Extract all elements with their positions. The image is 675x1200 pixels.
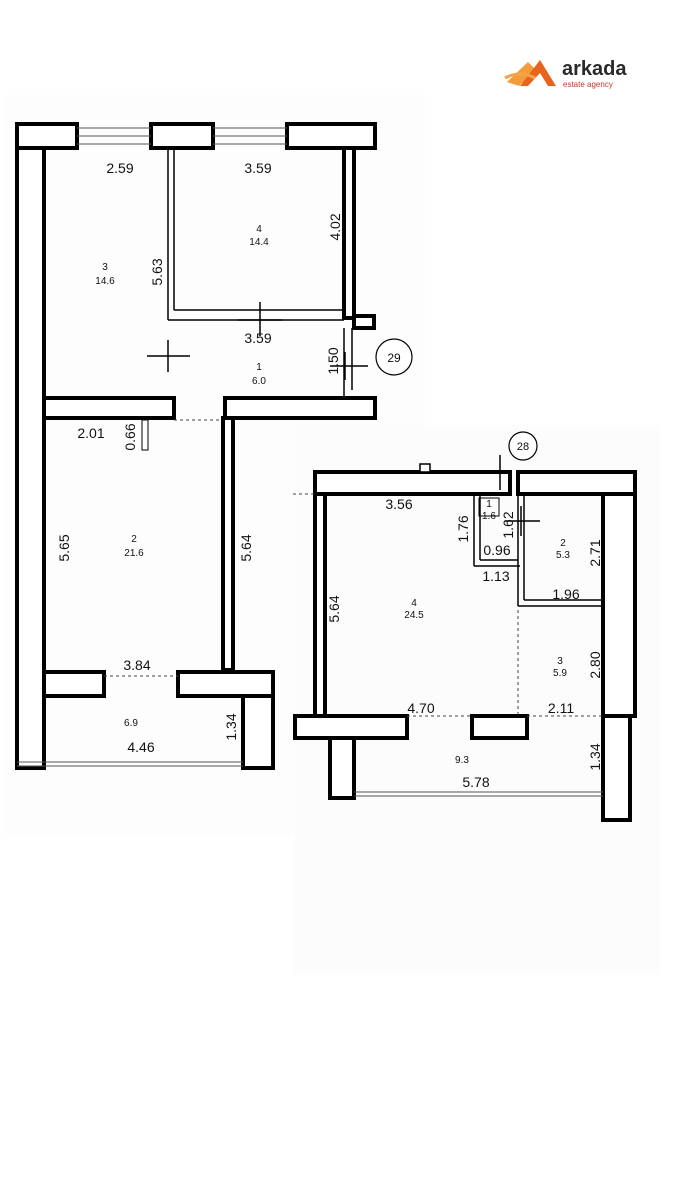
dim-r3-h-28: 2.80 [587, 651, 603, 678]
wall-right-28 [601, 492, 637, 718]
dim-bottom-right-28: 2.11 [548, 700, 574, 716]
wall-mid-left [42, 396, 176, 420]
dim-balcony-h: 1.34 [223, 713, 239, 740]
brand-tagline: estate agency [563, 80, 613, 89]
room2-area-28: 5.3 [556, 550, 570, 561]
plan-29: 29 3 14.6 4 14.4 1 6.0 2 21.6 6.9 2.59 3… [15, 122, 413, 770]
unit-number-29: 29 [387, 351, 401, 365]
unit-badge-29 [375, 338, 413, 376]
wall-top-right-28 [516, 470, 637, 496]
wall-mid-right [223, 396, 377, 420]
room4-area: 14.4 [249, 237, 269, 248]
brand-name: arkada [562, 58, 627, 80]
wall-right-notch [352, 314, 376, 330]
scan-area-right [295, 425, 660, 975]
cross-marker-28b [505, 506, 540, 536]
dim-top-left: 2.59 [106, 160, 133, 176]
room1-num: 1 [256, 362, 262, 373]
plan-28: 28 1 1.6 2 5.3 3 5.9 4 24.5 9.3 3.56 1.7… [293, 431, 637, 822]
dim-r2-left: 5.65 [56, 534, 72, 561]
room4-num: 4 [256, 224, 262, 235]
dim-balcony-h-28: 1.34 [587, 743, 603, 770]
balcony-area-28: 9.3 [455, 755, 469, 766]
dim-r1-w-28: 0.96 [483, 542, 510, 558]
room2-area: 21.6 [124, 548, 144, 559]
dim-top-28: 3.56 [385, 496, 412, 512]
brand-logo: arkada estate agency [504, 58, 627, 89]
wc-fixture [478, 497, 500, 517]
dim-door: 0.66 [122, 423, 138, 450]
dim-balcony-w-28: 5.78 [462, 774, 489, 790]
dim-r2-top: 2.01 [77, 425, 104, 441]
room2-num: 2 [131, 534, 137, 545]
room3-num: 3 [102, 262, 108, 273]
cross-marker-3 [330, 352, 368, 380]
wall-bottom-mid-28 [470, 714, 529, 740]
wall-left-outer [15, 122, 46, 770]
room1-area: 6.0 [252, 376, 266, 387]
room1-area-28: 1.6 [482, 511, 496, 522]
wall-top-1 [15, 122, 79, 150]
balcony-area: 6.9 [124, 718, 138, 729]
window-top-2 [213, 127, 287, 145]
door-room2 [141, 419, 149, 451]
wall-bottom-left-28 [293, 714, 409, 740]
dim-r1-w2-28: 1.13 [482, 568, 509, 584]
room3-area-28: 5.9 [553, 668, 567, 679]
wall-right-upper [342, 146, 356, 320]
unit-badge-28 [508, 431, 538, 461]
room1-num-28: 1 [486, 499, 492, 510]
wall-right-balcony-28 [601, 714, 632, 822]
dim-r2-right: 5.64 [238, 534, 254, 561]
dim-r1-h2-28: 1.62 [500, 511, 516, 538]
window-top-1 [77, 127, 151, 145]
cross-marker-2 [238, 302, 282, 336]
cross-marker-1 [147, 340, 190, 372]
arkada-logo-icon [504, 60, 556, 86]
wall-top-left-28 [313, 470, 512, 496]
wall-balcony-right [241, 694, 275, 770]
room3-num-28: 3 [557, 656, 563, 667]
wall-left-28 [313, 492, 327, 718]
room3-area: 14.6 [95, 276, 115, 287]
room2-num-28: 2 [560, 538, 566, 549]
wall-bottom-left [42, 670, 106, 698]
wall-balcony-left-28 [328, 736, 356, 800]
dim-hall-height: 1.50 [325, 347, 341, 374]
dim-hall-width: 3.59 [244, 330, 271, 346]
wall-top-2 [149, 122, 215, 150]
dim-r2-w-28: 1.96 [552, 586, 579, 602]
dim-r1-h-28: 1.76 [455, 515, 471, 542]
room4-area-28: 24.5 [404, 610, 424, 621]
dim-balcony-w: 4.46 [127, 739, 154, 755]
room4-num-28: 4 [411, 598, 417, 609]
dim-r4-h-28: 5.64 [326, 595, 342, 622]
dim-bottom-left-28: 4.70 [407, 700, 434, 716]
dim-top-right: 3.59 [244, 160, 271, 176]
dim-r4-height: 4.02 [327, 213, 343, 240]
unit-number-28: 28 [517, 441, 529, 453]
wall-room2-right [221, 416, 235, 672]
wall-bottom-right [176, 670, 275, 698]
dim-r2-bottom: 3.84 [123, 657, 150, 673]
dim-r3-height: 5.63 [149, 258, 165, 285]
wall-top-3 [285, 122, 377, 150]
wall-bump-28 [419, 463, 431, 473]
dim-r2-h-28: 2.71 [587, 539, 603, 566]
